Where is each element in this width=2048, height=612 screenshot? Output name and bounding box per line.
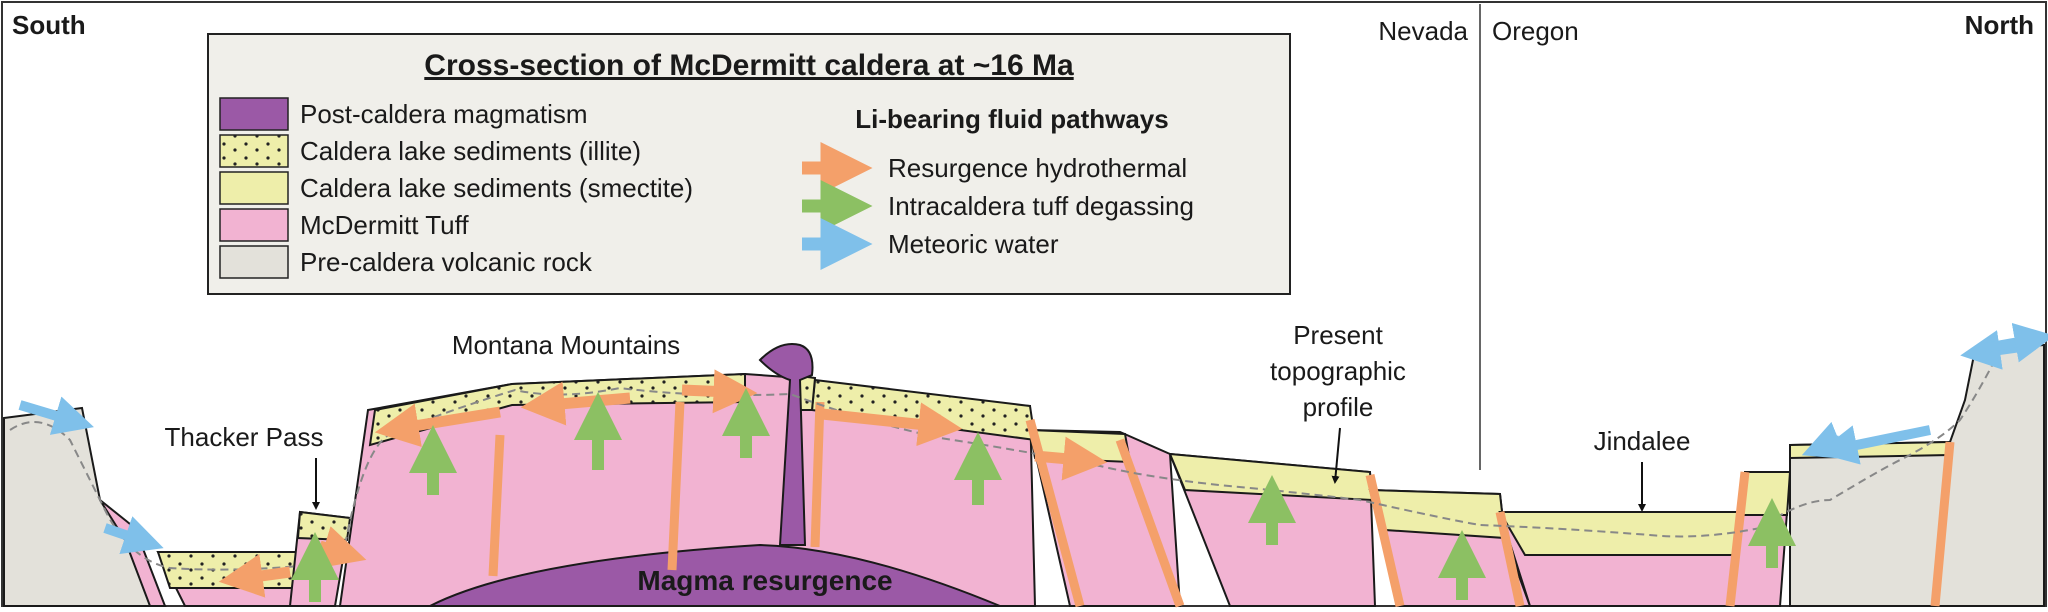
- label-topo-line-3: profile: [1303, 392, 1374, 422]
- blue-arrow-4: [1817, 425, 1932, 465]
- post-caldera-dike: [758, 343, 814, 546]
- illite-dome-gap: [799, 374, 817, 411]
- legend-unit-0: Post-caldera magmatism: [300, 99, 588, 129]
- legend-pathway-0: Resurgence hydrothermal: [888, 153, 1187, 183]
- legend-pathway-2: Meteoric water: [888, 229, 1059, 259]
- label-montana-mountains: Montana Mountains: [452, 330, 680, 360]
- blue-arrow-1: [18, 396, 94, 435]
- legend-unit-4: Pre-caldera volcanic rock: [300, 247, 593, 277]
- smectite-block-jindalee: [1498, 511, 1742, 556]
- blue-arrow-3: [1801, 421, 1847, 459]
- swatch-illite: [219, 134, 289, 168]
- orange-arrow-2: [317, 526, 367, 569]
- legend-unit-3: McDermitt Tuff: [300, 210, 469, 240]
- label-jindalee: Jindalee: [1594, 426, 1691, 456]
- orange-arrow-1: [218, 553, 291, 598]
- label-south: South: [12, 10, 86, 40]
- magma-resurgence-body: [429, 543, 1001, 607]
- legend-frame: [207, 33, 1291, 295]
- label-oregon: Oregon: [1492, 16, 1579, 46]
- orange-arrow-5: [681, 369, 758, 414]
- pathways-title: Li-bearing fluid pathways: [855, 104, 1168, 134]
- swatch-smectite: [219, 171, 289, 205]
- orange-arrow-4: [520, 381, 631, 426]
- smectite-block-3: [1368, 488, 1507, 540]
- legend-pathway-1: Intracaldera tuff degassing: [888, 191, 1194, 221]
- legend-unit-2: Caldera lake sediments (smectite): [300, 173, 693, 203]
- blue-arrow-2: [103, 516, 164, 555]
- legend-unit-1: Caldera lake sediments (illite): [300, 136, 641, 166]
- legend-title: Cross-section of McDermitt caldera at ~1…: [424, 49, 1074, 82]
- label-nevada: Nevada: [1378, 16, 1468, 46]
- fluid-arrows: [18, 322, 2048, 602]
- label-magma-resurgence: Magma resurgence: [637, 565, 892, 596]
- label-thacker-pass: Thacker Pass: [165, 422, 324, 452]
- label-topo-line-2: topographic: [1270, 356, 1406, 386]
- swatch-post-caldera: [219, 97, 289, 131]
- blue-arrow-6: [1984, 322, 2048, 363]
- fault-zones: [488, 401, 1955, 608]
- orange-arrow-7: [1034, 436, 1108, 481]
- legend-box: Cross-section of McDermitt caldera at ~1…: [207, 33, 1291, 295]
- orange-arrow-6: [821, 402, 963, 447]
- topo-profile-pointer: [1331, 427, 1341, 484]
- label-north: North: [1965, 10, 2034, 40]
- swatch-pre-caldera: [219, 245, 289, 279]
- illite-block-thacker: [296, 510, 352, 542]
- smectite-block-5: [1740, 471, 1792, 516]
- label-topo-line-1: Present: [1293, 320, 1383, 350]
- swatch-mcdermitt-tuff: [219, 208, 289, 242]
